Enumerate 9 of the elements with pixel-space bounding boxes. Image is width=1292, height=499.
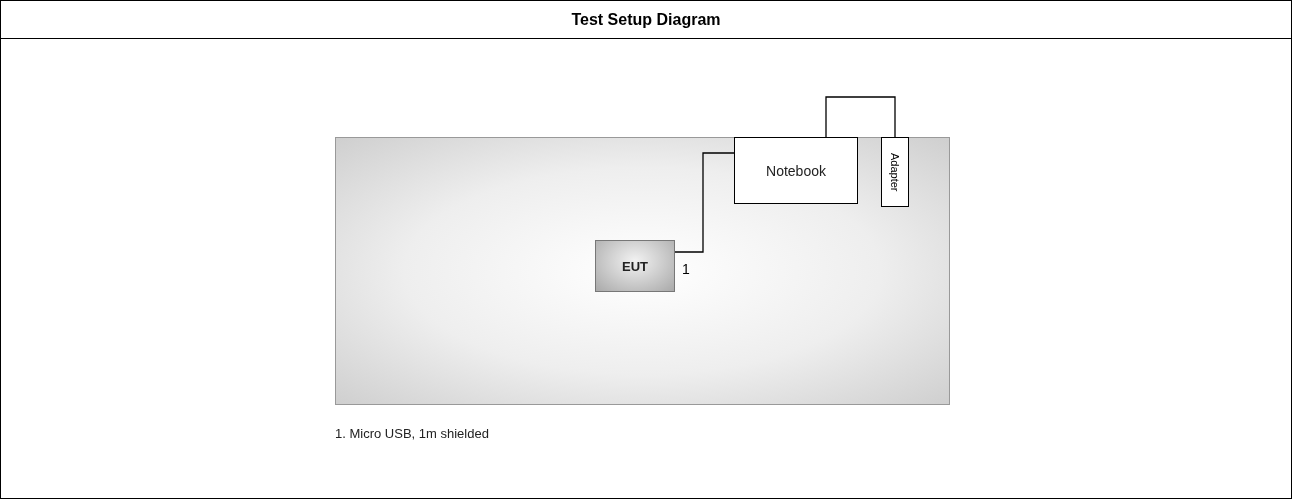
cable-number: 1 xyxy=(682,261,690,277)
cable-line xyxy=(825,96,896,138)
notebook-box: Notebook xyxy=(734,137,858,204)
cable-note: 1. Micro USB, 1m shielded xyxy=(335,426,489,441)
cable-line xyxy=(674,152,735,253)
diagram-title: Test Setup Diagram xyxy=(1,1,1291,39)
table-area xyxy=(335,137,950,405)
eut-box: EUT xyxy=(595,240,675,292)
adapter-box: Adapter xyxy=(881,137,909,207)
